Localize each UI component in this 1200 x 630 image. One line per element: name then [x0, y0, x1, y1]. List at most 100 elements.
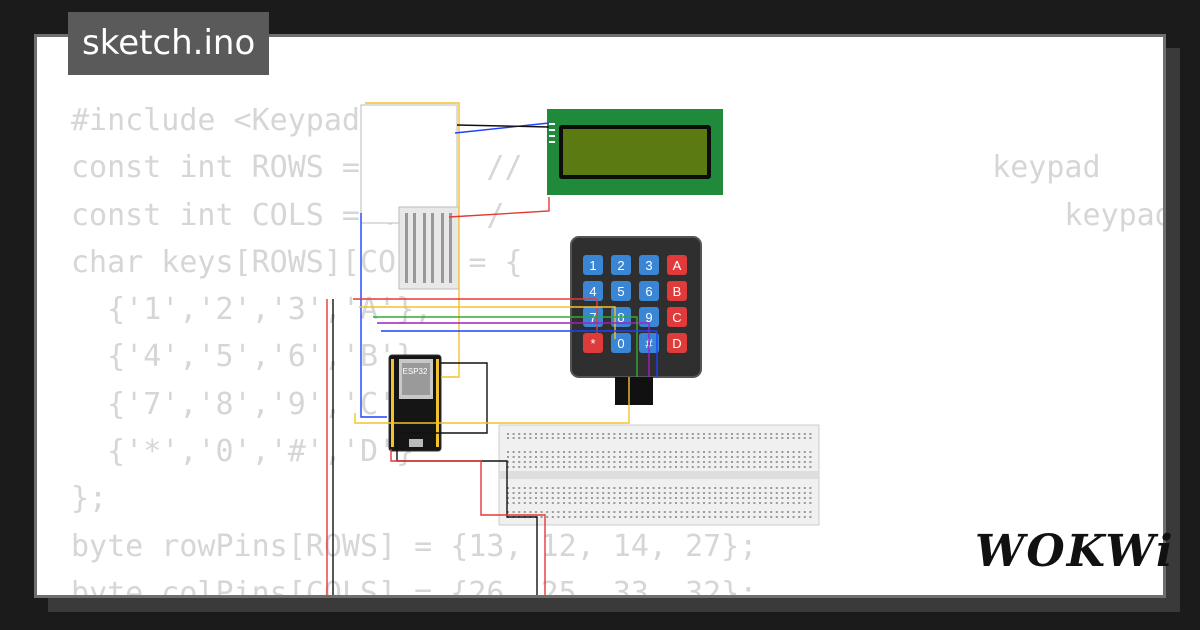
breadboard-hole	[579, 437, 582, 439]
breadboard-hole	[563, 461, 565, 463]
breadboard-hole	[680, 466, 683, 468]
breadboard-hole	[742, 466, 745, 468]
breadboard-hole	[512, 456, 515, 458]
breadboard-hole	[529, 502, 532, 504]
breadboard-hole	[607, 433, 610, 435]
breadboard-hole	[798, 466, 801, 468]
breadboard-hole	[563, 451, 565, 453]
keypad-key[interactable]: 3	[639, 255, 659, 275]
breadboard-hole	[731, 516, 733, 518]
breadboard-hole	[641, 437, 644, 439]
breadboard-hole	[613, 437, 616, 439]
breadboard-hole	[725, 511, 728, 513]
breadboard-hole	[546, 502, 549, 504]
breadboard-hole	[675, 433, 677, 435]
breadboard-hole	[742, 492, 745, 494]
breadboard-hole	[624, 433, 627, 435]
breadboard-hole	[596, 437, 599, 439]
breadboard-hole	[731, 487, 733, 489]
breadboard-hole	[619, 511, 621, 513]
breadboard-hole	[775, 433, 778, 435]
breadboard-hole	[630, 433, 633, 435]
breadboard-hole	[630, 497, 633, 499]
code-line: {'1','2','3','A'},	[71, 292, 433, 328]
breadboard-hole	[731, 497, 733, 499]
breadboard-hole	[669, 466, 672, 468]
breadboard-hole	[714, 487, 717, 489]
breadboard-hole	[557, 456, 560, 458]
project-card[interactable]: #include <Keypad.h>const int ROWS = 4; /…	[34, 34, 1166, 598]
breadboard-hole	[619, 456, 621, 458]
keypad-key[interactable]: 9	[639, 307, 659, 327]
breadboard-hole	[731, 461, 733, 463]
keypad-key[interactable]: D	[667, 333, 687, 353]
breadboard-hole	[574, 492, 577, 494]
breadboard-hole	[535, 487, 537, 489]
breadboard-hole	[529, 433, 532, 435]
breadboard-hole	[798, 456, 801, 458]
breadboard-hole	[607, 466, 610, 468]
breadboard-hole	[697, 516, 700, 518]
breadboard-hole	[546, 433, 549, 435]
breadboard-hole	[568, 437, 571, 439]
breadboard-hole	[708, 492, 711, 494]
file-tab[interactable]: sketch.ino	[68, 12, 270, 75]
breadboard-hole	[630, 516, 633, 518]
breadboard-hole	[736, 502, 739, 504]
breadboard-hole	[787, 511, 789, 513]
keypad-key[interactable]: 0	[611, 333, 631, 353]
breadboard-hole	[523, 451, 526, 453]
breadboard-hole	[736, 492, 739, 494]
breadboard-hole	[596, 502, 599, 504]
breadboard-hole	[691, 466, 694, 468]
breadboard-hole	[635, 502, 638, 504]
breadboard-hole	[574, 437, 577, 439]
breadboard-hole	[798, 451, 801, 453]
breadboard-hole	[663, 451, 666, 453]
breadboard-hole	[630, 456, 633, 458]
breadboard-hole	[647, 466, 649, 468]
breadboard-hole	[568, 461, 571, 463]
breadboard-hole	[557, 433, 560, 435]
keypad-key[interactable]: 1	[583, 255, 603, 275]
breadboard-hole	[602, 451, 605, 453]
breadboard-hole	[787, 487, 789, 489]
breadboard-hole	[619, 497, 621, 499]
breadboard-hole	[680, 461, 683, 463]
breadboard-hole	[557, 492, 560, 494]
breadboard-hole	[753, 466, 756, 468]
breadboard-hole	[596, 487, 599, 489]
breadboard-hole	[803, 451, 806, 453]
breadboard-hole	[535, 502, 537, 504]
breadboard-hole	[613, 502, 616, 504]
keypad-key-label: C	[672, 310, 681, 325]
breadboard-hole	[775, 502, 778, 504]
breadboard-hole	[641, 487, 644, 489]
breadboard-hole	[658, 461, 661, 463]
breadboard-hole	[669, 487, 672, 489]
keypad-key[interactable]: A	[667, 255, 687, 275]
breadboard-hole	[714, 451, 717, 453]
breadboard-hole	[658, 516, 661, 518]
breadboard-hole	[585, 451, 588, 453]
breadboard-hole	[507, 433, 509, 435]
keypad-key[interactable]: B	[667, 281, 687, 301]
breadboard-hole	[624, 451, 627, 453]
keypad-key[interactable]: *	[583, 333, 603, 353]
mini-breadboard	[360, 104, 460, 290]
keypad-key[interactable]: 2	[611, 255, 631, 275]
breadboard-hole	[759, 511, 761, 513]
breadboard-hole	[803, 437, 806, 439]
keypad-key[interactable]: 5	[611, 281, 631, 301]
breadboard-hole	[641, 456, 644, 458]
keypad-key[interactable]: 4	[583, 281, 603, 301]
breadboard-hole	[507, 456, 509, 458]
breadboard-hole	[787, 492, 789, 494]
breadboard-hole	[557, 516, 560, 518]
breadboard-hole	[551, 492, 554, 494]
keypad-key[interactable]: C	[667, 307, 687, 327]
keypad-key[interactable]: 6	[639, 281, 659, 301]
breadboard-hole	[781, 451, 784, 453]
breadboard-hole	[708, 497, 711, 499]
breadboard-hole	[518, 456, 521, 458]
